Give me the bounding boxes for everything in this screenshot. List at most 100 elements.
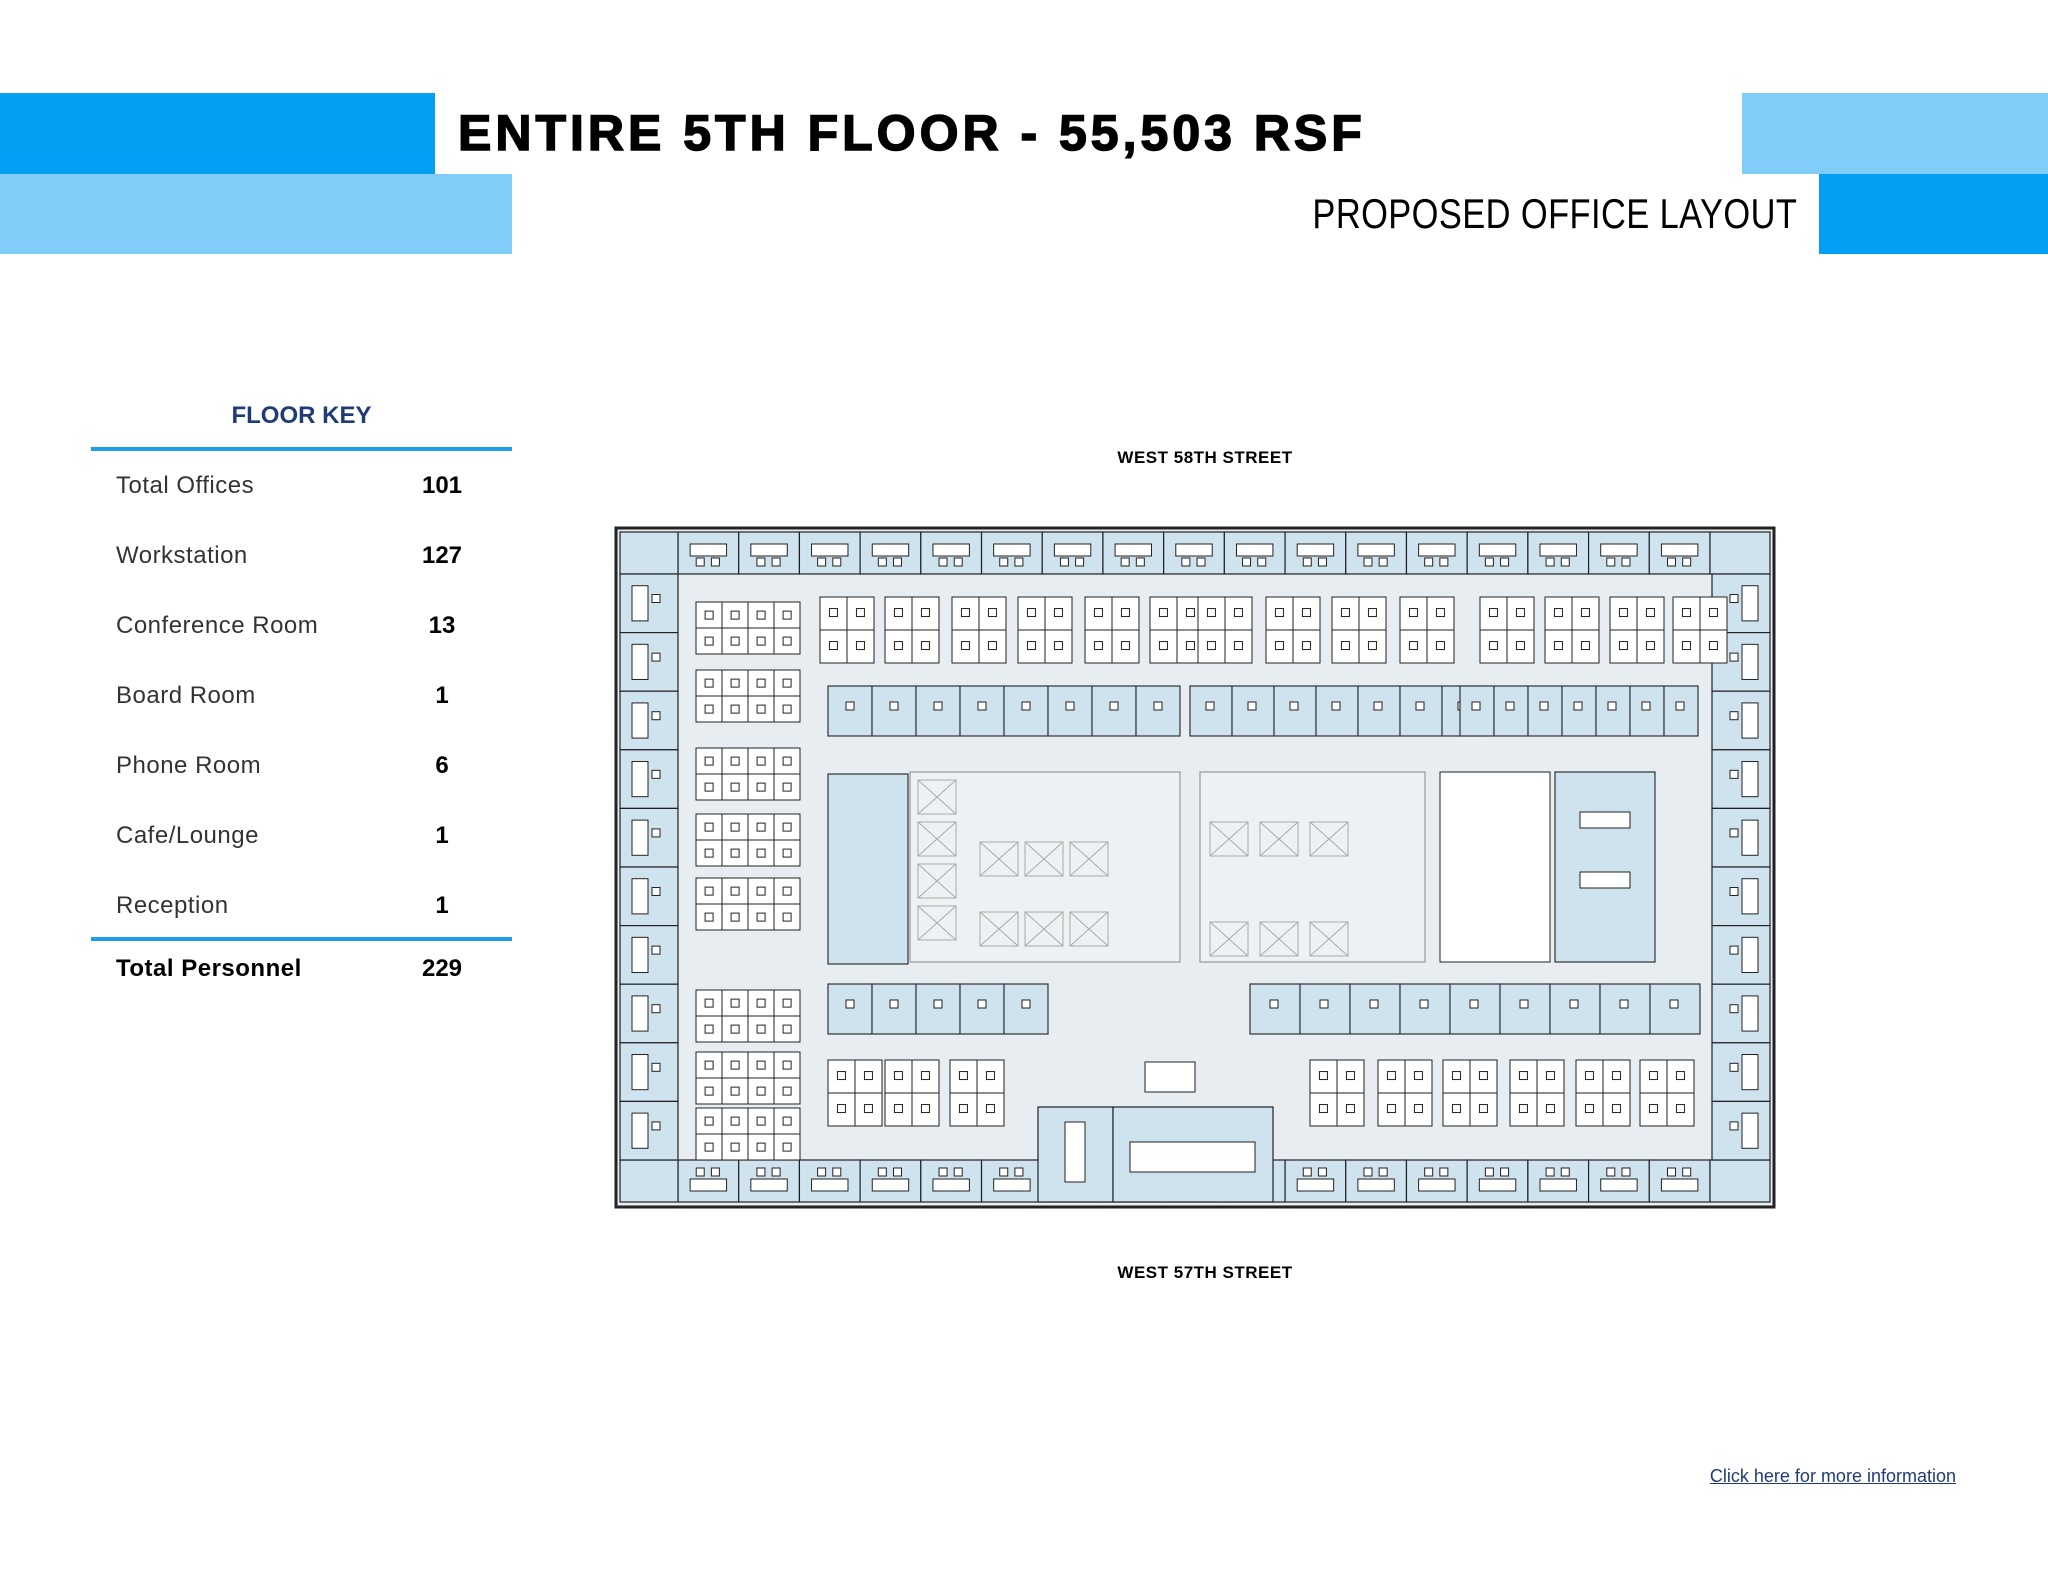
chair bbox=[1120, 641, 1130, 651]
chair bbox=[1386, 1104, 1396, 1114]
desk bbox=[631, 643, 649, 680]
chair bbox=[704, 1024, 714, 1034]
chair bbox=[987, 608, 997, 618]
corner-office bbox=[1709, 531, 1771, 575]
workstation bbox=[1506, 629, 1535, 664]
chair bbox=[704, 1086, 714, 1096]
chair bbox=[730, 1086, 740, 1096]
chair bbox=[1451, 1071, 1461, 1081]
desk bbox=[932, 1178, 970, 1192]
office bbox=[1249, 983, 1301, 1035]
chair bbox=[1667, 557, 1677, 567]
chair bbox=[1611, 1104, 1621, 1114]
chair bbox=[1269, 999, 1279, 1009]
chair bbox=[756, 1167, 766, 1177]
chair bbox=[1158, 608, 1168, 618]
chair bbox=[977, 701, 987, 711]
desk bbox=[1175, 543, 1213, 557]
chair bbox=[1181, 557, 1191, 567]
chair bbox=[695, 557, 705, 567]
desk bbox=[811, 543, 849, 557]
header-block-light-left bbox=[0, 174, 512, 254]
chair bbox=[651, 652, 661, 662]
office bbox=[1711, 1100, 1771, 1161]
chair bbox=[1584, 1104, 1594, 1114]
chair bbox=[1729, 769, 1739, 779]
desk bbox=[631, 1112, 649, 1149]
chair bbox=[893, 608, 903, 618]
elevator bbox=[917, 863, 957, 899]
office bbox=[1273, 685, 1317, 737]
desk bbox=[932, 543, 970, 557]
chair bbox=[958, 1104, 968, 1114]
chair bbox=[1233, 641, 1243, 651]
office bbox=[1349, 983, 1401, 1035]
desk bbox=[1741, 761, 1759, 798]
chair bbox=[730, 704, 740, 714]
chair bbox=[782, 886, 792, 896]
chair bbox=[756, 912, 766, 922]
floor-key-label: Cafe/Lounge bbox=[116, 822, 259, 849]
chair bbox=[756, 848, 766, 858]
office bbox=[959, 685, 1005, 737]
chair bbox=[1408, 608, 1418, 618]
chair bbox=[1451, 1104, 1461, 1114]
chair bbox=[1415, 701, 1425, 711]
elevator-x bbox=[979, 911, 1019, 947]
office bbox=[1711, 807, 1771, 868]
chair bbox=[1515, 608, 1525, 618]
chair bbox=[1606, 557, 1616, 567]
chair bbox=[1518, 1104, 1528, 1114]
more-info-link[interactable]: Click here for more information bbox=[1709, 1466, 1956, 1486]
chair bbox=[845, 999, 855, 1009]
chair bbox=[1488, 641, 1498, 651]
chair bbox=[704, 822, 714, 832]
chair bbox=[730, 998, 740, 1008]
chair bbox=[1545, 1071, 1555, 1081]
desk bbox=[689, 1178, 728, 1192]
office bbox=[1357, 685, 1401, 737]
floor-key-top-rule bbox=[91, 447, 512, 451]
office bbox=[1549, 983, 1601, 1035]
chair bbox=[1553, 641, 1563, 651]
chair bbox=[704, 610, 714, 620]
floor-key-total-row: Total Personnel 229 bbox=[91, 941, 512, 997]
chair bbox=[651, 769, 661, 779]
chair bbox=[889, 999, 899, 1009]
elevator-x bbox=[1259, 821, 1299, 857]
chair bbox=[1206, 641, 1216, 651]
floor-key-label: Total Offices bbox=[116, 472, 255, 499]
chair bbox=[920, 1104, 930, 1114]
office bbox=[619, 690, 679, 751]
chair bbox=[920, 641, 930, 651]
floor-key-label: Reception bbox=[116, 892, 229, 919]
chair bbox=[1413, 1071, 1423, 1081]
desk bbox=[1741, 643, 1759, 680]
workstation bbox=[1149, 629, 1178, 664]
office bbox=[871, 685, 917, 737]
office bbox=[619, 1042, 679, 1102]
chair bbox=[1247, 701, 1257, 711]
chair bbox=[1682, 557, 1692, 567]
office bbox=[1449, 983, 1501, 1035]
office bbox=[915, 685, 961, 737]
chair bbox=[1435, 608, 1445, 618]
office bbox=[619, 631, 679, 692]
chair bbox=[1675, 1104, 1685, 1114]
office bbox=[619, 1100, 679, 1161]
office bbox=[1711, 749, 1771, 810]
desk bbox=[1741, 1054, 1759, 1091]
chair bbox=[1053, 641, 1063, 651]
office bbox=[959, 983, 1005, 1035]
desk bbox=[1357, 1178, 1395, 1192]
chair bbox=[704, 886, 714, 896]
chair bbox=[730, 1024, 740, 1034]
conference-table bbox=[1579, 871, 1631, 889]
desk bbox=[631, 1054, 649, 1091]
chair bbox=[1539, 701, 1549, 711]
floor-key-label: Phone Room bbox=[116, 752, 262, 779]
office bbox=[1189, 685, 1233, 737]
chair bbox=[1606, 1167, 1616, 1177]
